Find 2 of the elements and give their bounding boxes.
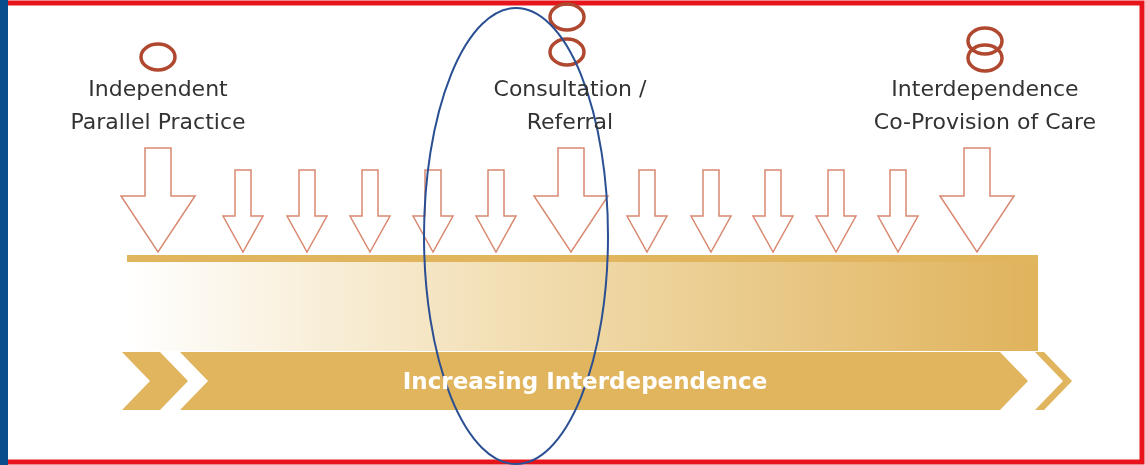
- stage-label: Independent Parallel Practice: [69, 75, 247, 136]
- stage-label: Interdependence Co-Provision of Care: [872, 75, 1098, 136]
